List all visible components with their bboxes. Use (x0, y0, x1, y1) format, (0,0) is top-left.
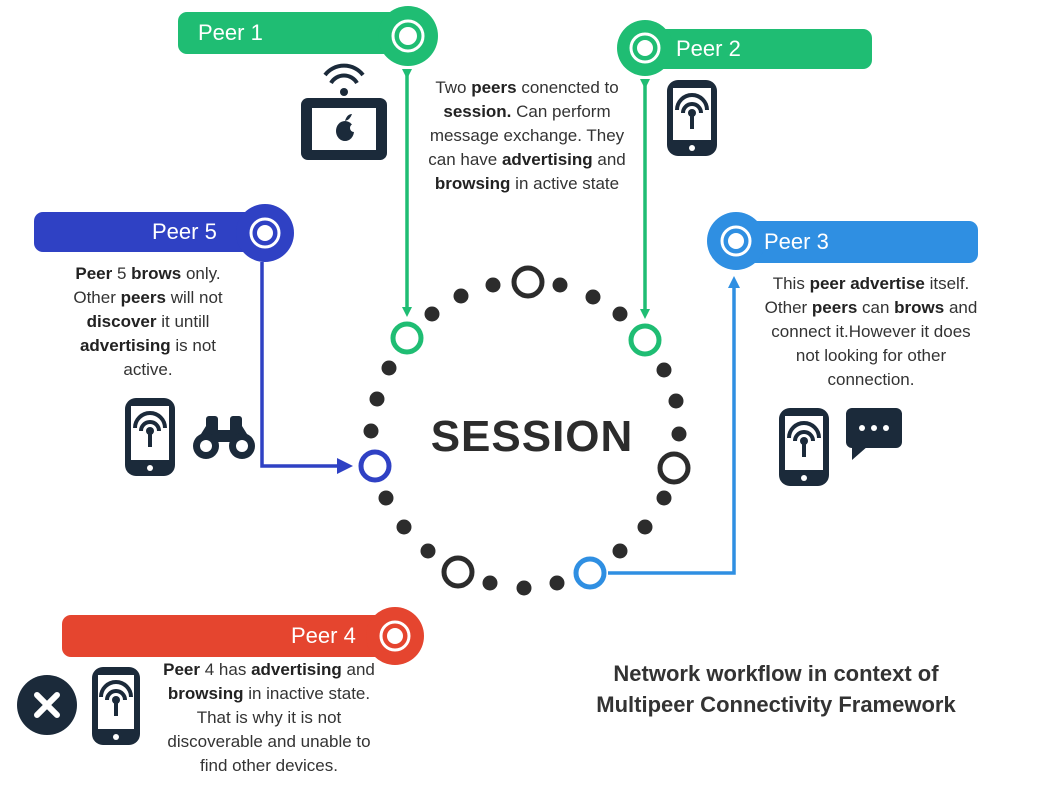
peer5-note: Peer 5 brows only. Other peers will not di… (38, 262, 258, 382)
note-line: advertising is not (79, 336, 217, 355)
phone-wifi-icon (779, 408, 829, 486)
note-line: discoverable and unable to (167, 732, 371, 751)
peer5-label: Peer 5 (152, 219, 217, 244)
chat-bubble-icon (846, 408, 902, 460)
peer3-connector (608, 276, 740, 575)
peer2-label: Peer 2 (676, 36, 741, 61)
peer4-pill (62, 607, 424, 665)
note-line: connect it.However it does (771, 322, 971, 341)
session-ring (363, 277, 687, 596)
phone-wifi-icon (92, 667, 140, 745)
peer5-pill (34, 204, 294, 262)
note-line: Peer 4 has advertising and (163, 660, 375, 679)
peer3-pill (707, 212, 978, 270)
note-line: Peer 5 brows only. (75, 264, 221, 283)
tablet-apple-icon (301, 63, 387, 160)
note-line: connection. (827, 370, 915, 389)
note-line: message exchange. They (429, 126, 625, 145)
note-line: Other peers will not (73, 288, 223, 307)
peer4-note: Peer 4 has advertising and browsing in in… (146, 658, 392, 778)
note-line: This peer advertise itself. (772, 274, 970, 293)
peer2-pill (617, 20, 872, 76)
peers-1-2-note: Two peers conencted to session. Can perfo… (410, 76, 644, 196)
note-line: Two peers conencted to (435, 78, 619, 97)
session-ring-nodes (358, 265, 691, 590)
peer4-label: Peer 4 (291, 623, 356, 648)
note-line: browsing in active state (434, 174, 620, 193)
diagram-caption: Network workflow in context of Multipeer… (566, 658, 986, 720)
caption-line-1: Network workflow in context of (613, 661, 939, 686)
peer1-label: Peer 1 (198, 20, 263, 45)
peer5-connector (260, 262, 353, 474)
note-line: active. (123, 360, 173, 379)
peer3-label: Peer 3 (764, 229, 829, 254)
caption-line-2: Multipeer Connectivity Framework (596, 692, 956, 717)
note-line: session. Can perform (443, 102, 611, 121)
peer1-pill (178, 6, 438, 66)
note-line: find other devices. (200, 756, 338, 775)
phone-wifi-icon (667, 80, 717, 156)
note-line: can have advertising and (428, 150, 626, 169)
session-label: SESSION (430, 412, 634, 461)
peer3-note: This peer advertise itself. Other peers c… (748, 272, 994, 392)
phone-wifi-icon (125, 398, 175, 476)
note-line: discover it untill (86, 312, 210, 331)
binoculars-icon (193, 416, 255, 459)
note-line: not looking for other (795, 346, 947, 365)
note-line: browsing in inactive state. (167, 684, 371, 703)
note-line: Other peers can brows and (764, 298, 978, 317)
note-line: That is why it is not (196, 708, 342, 727)
close-icon (17, 675, 77, 735)
